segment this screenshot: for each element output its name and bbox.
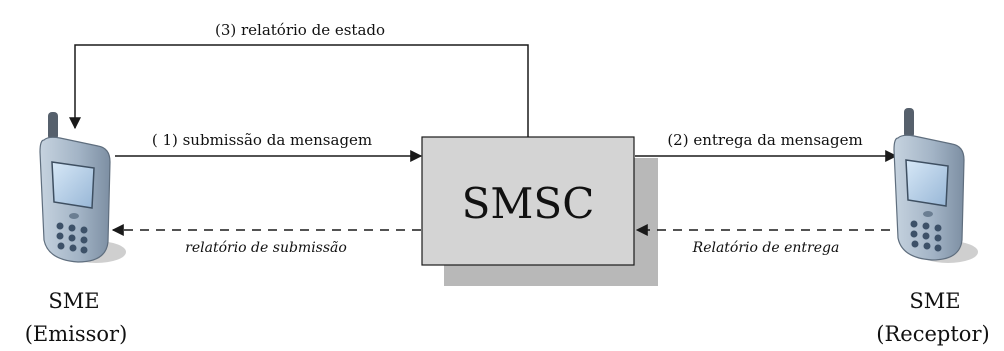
status-report-label: (3) relatório de estado (215, 21, 385, 39)
smsc-label: SMSC (462, 179, 595, 228)
delivery-label: (2) entrega da mensagem (667, 131, 862, 149)
receiver-name-label: SME (909, 289, 960, 313)
receiver-role-label: (Receptor) (876, 322, 989, 346)
submission-label: ( 1) submissão da mensagem (152, 131, 372, 149)
delivery-report-label: Relatório de entrega (692, 240, 840, 256)
status-report-arrow (69, 44, 529, 138)
submission-report-label: relatório de submissão (185, 240, 347, 256)
smsc-box (421, 136, 635, 266)
sender-role-label: (Emissor) (25, 322, 128, 346)
sender-phone-icon (39, 112, 126, 263)
sender-name-label: SME (48, 289, 99, 313)
receiver-phone-icon (893, 108, 978, 263)
